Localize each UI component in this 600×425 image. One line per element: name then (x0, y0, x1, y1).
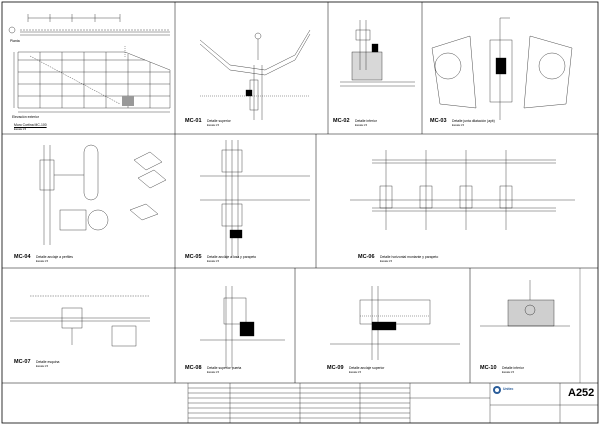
mc01-scale: Escala 1:5 (207, 124, 220, 127)
mc04-title: Detalle anclaje a perfiles (36, 255, 73, 259)
mc07-scale: Escala 1:5 (36, 365, 49, 368)
plan-label: Planta (10, 39, 20, 43)
mc02-title: Detalle inferior (355, 119, 377, 123)
mc05-code: MC-05 (185, 254, 202, 260)
mc02-scale: Escala 1:5 (355, 124, 368, 127)
mc05-drawing (200, 140, 310, 258)
mc08-code: MC-08 (185, 365, 202, 371)
mc06-drawing (350, 150, 575, 230)
mc01-drawing (199, 29, 311, 120)
mc03-scale: Escala 1:5 (452, 124, 465, 127)
mc09-title: Detalle anclaje superior (349, 366, 385, 370)
company-logo (493, 386, 501, 394)
mc09-drawing (330, 286, 460, 360)
mc04-scale: Escala 1:5 (36, 260, 49, 263)
sheet-number: A252 (568, 387, 595, 399)
mc03-drawing (431, 17, 573, 120)
mc10-scale: Escala 1:5 (502, 371, 515, 374)
mc06-code: MC-06 (358, 254, 375, 260)
mc01-title: Detalle superior (207, 119, 231, 123)
mc02-drawing (340, 20, 415, 87)
company-name: Unitec (503, 387, 514, 391)
mc06-title: Detalle horizontal montante y parapeto (380, 255, 439, 259)
mc05-title: Detalle anclaje a losa y parapeto (207, 255, 257, 259)
title-block (187, 383, 598, 423)
mc07-title: Detalle esquina (36, 360, 60, 364)
mc09-scale: Escala 1:5 (349, 371, 362, 374)
mc10-drawing (480, 280, 570, 327)
mc08-scale: Escala 1:5 (207, 371, 220, 374)
mc09-code: MC-09 (327, 365, 344, 371)
mc10-title: Detalle inferior (502, 366, 524, 370)
mc06-scale: Escala 1:5 (380, 260, 393, 263)
mc03-code: MC-03 (430, 118, 447, 124)
mc04-drawing (39, 144, 167, 245)
mc01-code: MC-01 (185, 118, 202, 124)
mc03-title: Detalle junta dilatación (ayb) (452, 119, 495, 123)
mc07-drawing (10, 295, 150, 347)
mc00-scale: Escala 1:5 (14, 128, 27, 131)
elevation-drawing (13, 46, 171, 113)
mc00-code: Muro Cortina MC-100 (14, 123, 47, 127)
mc04-code: MC-04 (14, 254, 31, 260)
mc10-code: MC-10 (480, 365, 497, 371)
plan-drawing (8, 14, 170, 36)
elevation-label: Elevación exterior (12, 115, 39, 119)
mc08-title: Detalle superior puerta (207, 366, 242, 370)
mc02-code: MC-02 (333, 118, 350, 124)
mc05-scale: Escala 1:5 (207, 260, 220, 263)
mc08-drawing (200, 286, 285, 368)
mc07-code: MC-07 (14, 359, 31, 365)
